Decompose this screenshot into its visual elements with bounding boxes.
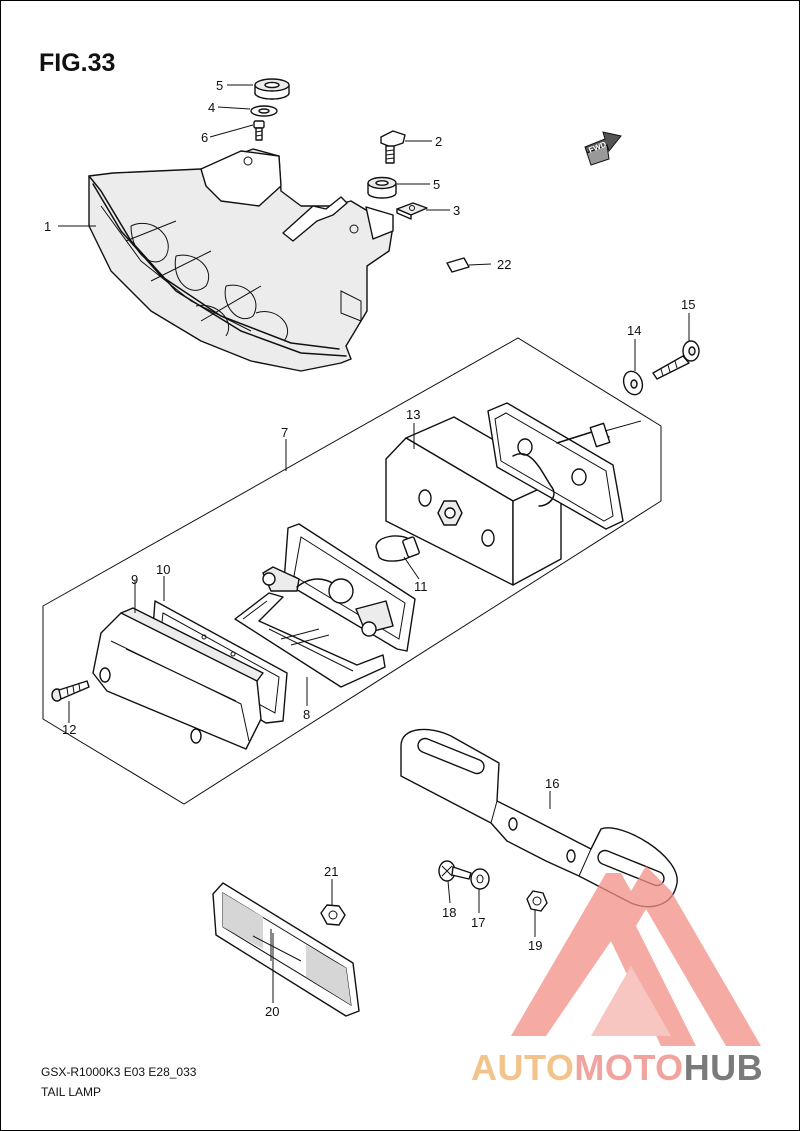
part-5-grommet-side bbox=[367, 176, 397, 199]
assembly-outline-part-7 bbox=[42, 337, 662, 805]
part-8-reflector bbox=[234, 592, 386, 688]
watermark-wordmark: AUTOMOTOHUB bbox=[471, 1047, 764, 1088]
part-12-screw bbox=[51, 680, 90, 702]
callout-7: 7 bbox=[281, 425, 288, 440]
callout-12: 12 bbox=[62, 722, 76, 737]
part-18-bolt bbox=[438, 860, 472, 882]
part-3-clip-nut bbox=[396, 202, 428, 220]
part-20-reflector bbox=[212, 882, 360, 1017]
callout-5-side: 5 bbox=[433, 177, 440, 192]
callout-21: 21 bbox=[324, 864, 338, 879]
part-21-nut bbox=[320, 904, 346, 926]
callout-15: 15 bbox=[681, 297, 695, 312]
callout-6: 6 bbox=[201, 130, 208, 145]
callout-18: 18 bbox=[442, 905, 456, 920]
part-17-washer bbox=[470, 868, 490, 890]
callout-11: 11 bbox=[414, 579, 428, 594]
callout-14: 14 bbox=[627, 323, 641, 338]
callout-9: 9 bbox=[131, 572, 138, 587]
callout-5-top: 5 bbox=[216, 78, 223, 93]
callout-10: 10 bbox=[156, 562, 170, 577]
callout-numbers: 1 2 3 4 5 5 6 7 8 9 10 11 12 13 14 15 16… bbox=[44, 78, 695, 1019]
part-9-lens bbox=[92, 607, 264, 750]
part-2-screw bbox=[380, 130, 406, 164]
socket-plate bbox=[262, 523, 416, 652]
part-5-grommet-top bbox=[254, 78, 290, 100]
model-code: GSX-R1000K3 E03 E28_033 bbox=[41, 1065, 197, 1079]
callout-13: 13 bbox=[406, 407, 420, 422]
callout-4: 4 bbox=[208, 100, 215, 115]
part-15-screw bbox=[652, 340, 700, 380]
part-11-bulb bbox=[375, 535, 420, 562]
part-22-label bbox=[446, 257, 470, 273]
callout-2: 2 bbox=[435, 134, 442, 149]
part-6-bolt bbox=[253, 120, 265, 141]
leader-lines bbox=[58, 84, 690, 1003]
callout-8: 8 bbox=[303, 707, 310, 722]
figure-title: FIG.33 bbox=[39, 49, 116, 77]
part-1-tail-lamp-housing bbox=[88, 148, 394, 372]
part-14-washer bbox=[622, 370, 644, 396]
rear-gasket-frame bbox=[487, 402, 642, 530]
watermark-logo bbox=[511, 866, 761, 1046]
callout-19: 19 bbox=[528, 938, 542, 953]
callout-22: 22 bbox=[497, 257, 511, 272]
fwd-direction-arrow: FWD bbox=[584, 131, 622, 166]
section-name: TAIL LAMP bbox=[41, 1085, 102, 1099]
callout-3: 3 bbox=[453, 203, 460, 218]
callout-1: 1 bbox=[44, 219, 51, 234]
callout-20: 20 bbox=[265, 1004, 279, 1019]
part-4-washer bbox=[250, 105, 278, 117]
part-19-nut bbox=[526, 890, 548, 912]
callout-16: 16 bbox=[545, 776, 559, 791]
callout-17: 17 bbox=[471, 915, 485, 930]
